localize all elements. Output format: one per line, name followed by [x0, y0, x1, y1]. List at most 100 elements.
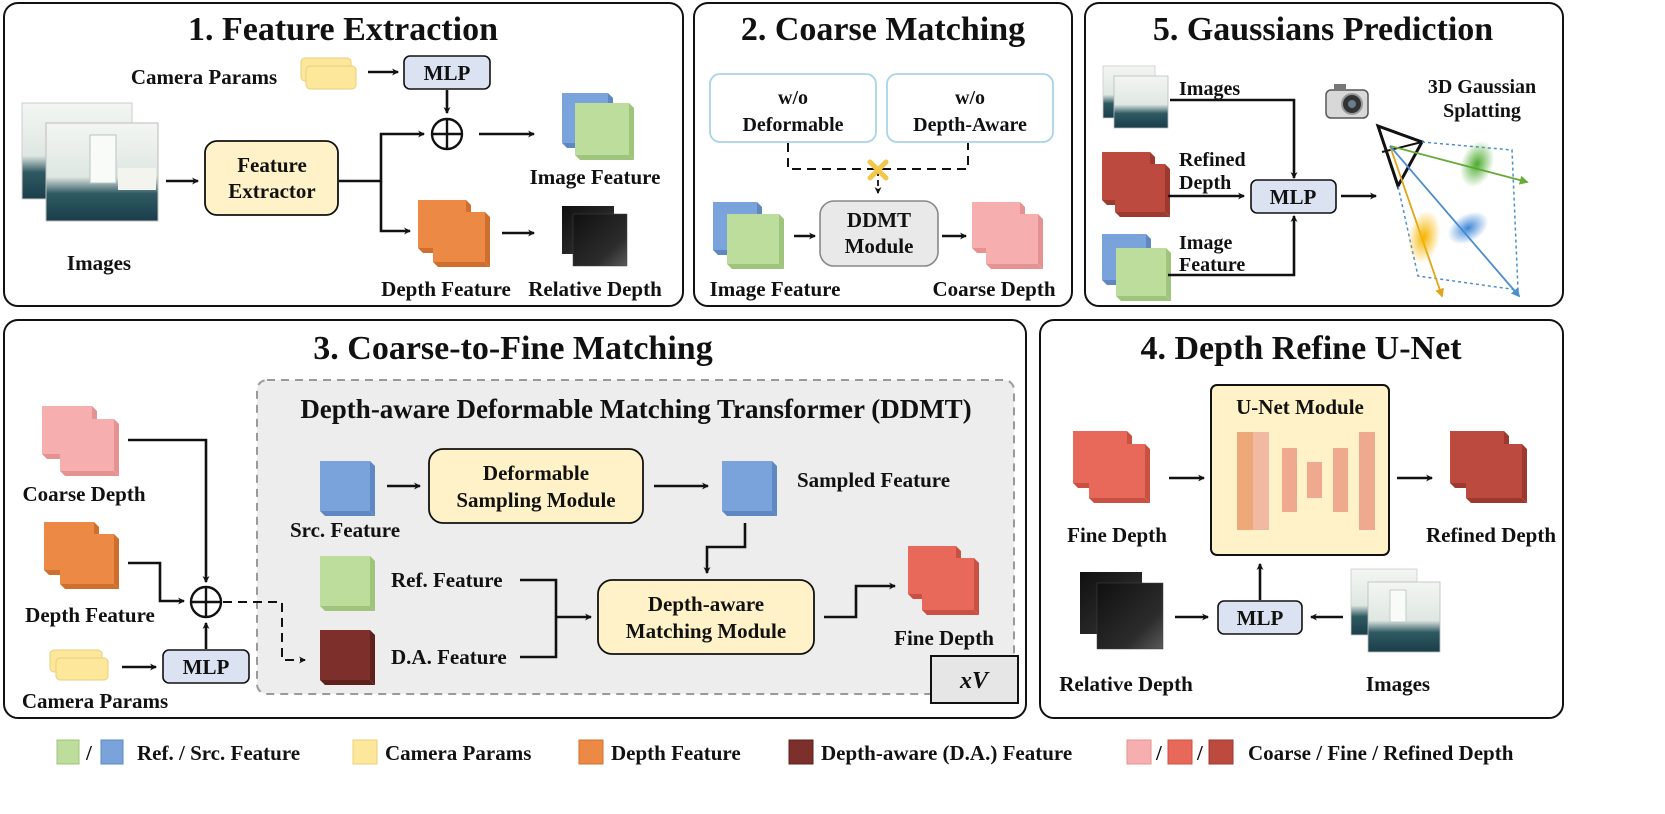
gaussian-splatting-line1: 3D Gaussian [1428, 76, 1536, 98]
src-feature-label: Src. Feature [290, 518, 400, 542]
unet-module-label: U-Net Module [1236, 395, 1364, 419]
deformable-sampling-module-box [428, 448, 644, 524]
legend-slash: / [1155, 741, 1163, 765]
depth-aware-label: Depth-Aware [913, 114, 1027, 136]
deformable-sampling-line2: Sampling Module [456, 488, 615, 512]
refined-depth-cubes [1450, 431, 1527, 503]
feature-extractor-line1: Feature [237, 153, 307, 177]
images-label: Images [67, 251, 131, 275]
legend-camera-label: Camera Params [385, 741, 531, 765]
gaussian-yellow [1407, 210, 1441, 264]
coarse-depth-cubes [972, 202, 1043, 269]
mlp-label: MLP [1237, 606, 1284, 630]
legend-ref-src-label: Ref. / Src. Feature [137, 741, 300, 765]
refined-depth-line1: Refined [1179, 149, 1246, 171]
panel-depth-refine-unet: 4. Depth Refine U-Net Fine Depth U-Net M… [1039, 319, 1564, 719]
ablation-box-depth-aware [886, 73, 1054, 143]
arrow [1168, 214, 1298, 277]
sampled-feature-label: Sampled Feature [797, 468, 950, 492]
panel-gaussians-prediction: 5. Gaussians Prediction Images Refined D… [1084, 2, 1564, 307]
mlp-label: MLP [183, 655, 230, 679]
input-images [21, 102, 159, 222]
relative-depth-maps [562, 206, 628, 267]
arrow [128, 561, 186, 605]
fine-depth-label: Fine Depth [1067, 523, 1167, 547]
coarse-depth-label: Coarse Depth [22, 482, 145, 506]
legend-swatch-refined [1208, 739, 1234, 765]
camera-params-label: Camera Params [22, 689, 168, 713]
depth-feature-label: Depth Feature [381, 277, 511, 301]
add-operator-icon [430, 117, 464, 151]
feature-extractor-box [204, 140, 339, 216]
panel-frame [3, 2, 684, 307]
legend-swatch-camera [352, 739, 378, 765]
legend-swatch-ref [56, 739, 80, 765]
ddmt-module-line1: DDMT [847, 208, 911, 232]
camera-icon [1325, 84, 1369, 119]
panel-feature-extraction: 1. Feature Extraction Camera Params MLP … [3, 2, 684, 307]
depth-aware-matching-line1: Depth-aware [648, 592, 764, 616]
mlp-label: MLP [1270, 185, 1317, 209]
coarse-depth-label: Coarse Depth [932, 277, 1055, 301]
images-label: Images [1366, 672, 1430, 696]
dashed-link [787, 143, 969, 170]
mlp-box [403, 55, 491, 90]
ddmt-module-line2: Module [845, 234, 914, 258]
images-label: Images [1179, 78, 1240, 100]
wo-label: w/o [778, 87, 808, 109]
sampled-feature-cube [722, 461, 777, 516]
refined-depth-label: Refined Depth [1426, 523, 1556, 547]
dashed-arrow [223, 601, 307, 664]
legend-swatch-da [788, 739, 814, 765]
depth-feature-cubes [44, 522, 119, 589]
arrow [128, 438, 210, 584]
legend-slash: / [1196, 741, 1204, 765]
legend-cfr-label: Coarse / Fine / Refined Depth [1248, 741, 1514, 765]
legend-da-label: Depth-aware (D.A.) Feature [821, 741, 1072, 765]
mlp-label: MLP [424, 61, 471, 85]
unet-layers [1237, 432, 1375, 530]
camera-params-block [300, 57, 357, 90]
input-images [1350, 568, 1441, 653]
arrow [379, 181, 412, 235]
repeat-badge [930, 655, 1019, 704]
depth-feature-label: Depth Feature [25, 603, 155, 627]
image-feature-label: Image Feature [710, 277, 841, 301]
fine-depth-cubes [908, 546, 979, 615]
ablation-box-deformable [709, 73, 877, 143]
refined-depth-cubes [1102, 152, 1170, 217]
ddmt-module-box [819, 200, 939, 267]
ref-feature-label: Ref. Feature [391, 568, 503, 592]
merge-line [520, 578, 558, 659]
panel-title: 5. Gaussians Prediction [1153, 11, 1493, 48]
gaussian-splatting-line2: Splatting [1443, 100, 1521, 122]
image-feature-cubes [1102, 234, 1171, 301]
input-images [1102, 65, 1169, 129]
panel-title: 3. Coarse-to-Fine Matching [313, 330, 712, 367]
panel-title: 4. Depth Refine U-Net [1140, 330, 1462, 367]
depth-aware-matching-module-box [597, 579, 815, 655]
depth-aware-matching-line2: Matching Module [626, 619, 786, 643]
arrow [339, 130, 426, 183]
legend-slash: / [85, 741, 93, 765]
ref-feature-cube [320, 556, 375, 611]
legend-swatch-coarse [1126, 739, 1152, 765]
image-feature-cubes [713, 202, 784, 269]
relative-depth-maps [1080, 572, 1164, 650]
legend-depth-label: Depth Feature [611, 741, 741, 765]
gaussian-blue [1447, 211, 1489, 245]
image-feature-line2: Feature [1179, 254, 1245, 276]
refined-depth-line2: Depth [1179, 172, 1231, 194]
legend-swatch-fine [1167, 739, 1193, 765]
panel-frame [1084, 2, 1564, 307]
panel-coarse-to-fine-matching: 3. Coarse-to-Fine Matching Depth-aware D… [3, 319, 1027, 719]
fine-depth-label: Fine Depth [894, 626, 994, 650]
disabled-x-icon [867, 159, 889, 181]
da-feature-label: D.A. Feature [391, 645, 507, 669]
image-feature-cubes [562, 93, 634, 160]
image-feature-line1: Image [1179, 232, 1232, 254]
add-operator-icon [189, 585, 223, 619]
deformable-label: Deformable [742, 114, 843, 136]
wo-label: w/o [955, 87, 985, 109]
